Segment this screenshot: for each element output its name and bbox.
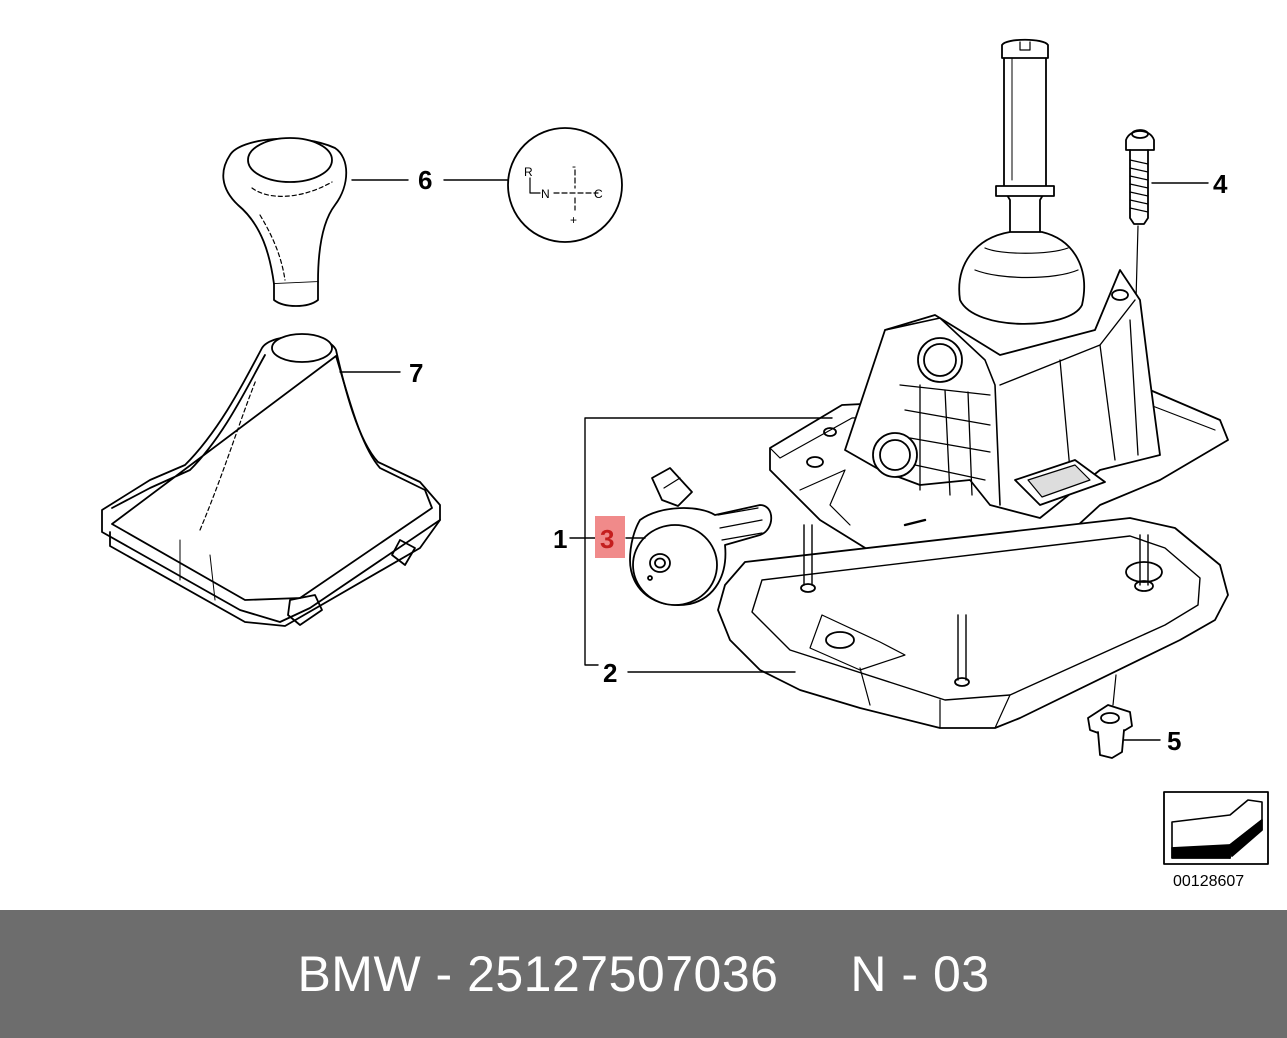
diagram-ref-number: 00128607 (1173, 873, 1244, 890)
parts-diagram: 1 2 3 4 5 6 7 R N C - + 00128607 (101, 38, 1269, 890)
shift-boot-part (101, 333, 441, 627)
bottom-plate-part (717, 517, 1229, 729)
shift-knob-part (222, 137, 348, 307)
callout-5[interactable]: 5 (1167, 726, 1181, 756)
clip-nut-part (1087, 674, 1133, 759)
bolt-part (1125, 129, 1155, 301)
callout-7[interactable]: 7 (409, 358, 423, 388)
shift-label-plus: + (570, 213, 577, 227)
direction-arrow-box[interactable] (1163, 791, 1269, 865)
shift-label-n: N (541, 187, 550, 201)
shift-pattern-badge (507, 127, 623, 243)
shift-housing-part (769, 38, 1229, 589)
shift-label-c: C (594, 187, 603, 201)
leader-lines (339, 179, 1209, 741)
callout-3[interactable]: 3 (600, 524, 614, 554)
sensor-part (629, 467, 773, 606)
shift-label-minus: - (572, 159, 576, 173)
shift-label-r: R (524, 165, 533, 179)
part-number-label: BMW - 25127507036 N - 03 (297, 946, 990, 1002)
footer-bar: BMW - 25127507036 N - 03 (0, 910, 1287, 1038)
callout-1[interactable]: 1 (553, 524, 567, 554)
callout-2[interactable]: 2 (603, 658, 617, 688)
highlight-box (595, 516, 625, 558)
callout-6[interactable]: 6 (418, 165, 432, 195)
callout-4[interactable]: 4 (1213, 169, 1228, 199)
